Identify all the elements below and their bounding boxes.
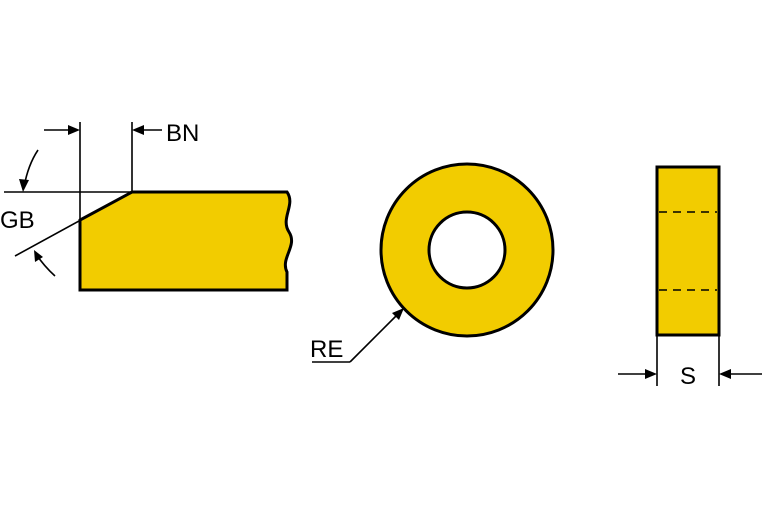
s-label: S	[680, 363, 696, 390]
center-hole	[427, 210, 507, 290]
s-arrow-left-head	[645, 369, 657, 379]
insert-side-profile	[78, 190, 293, 292]
s-arrow-right-head	[719, 369, 731, 379]
round-insert-view: RE	[310, 162, 555, 363]
re-leader-line	[349, 315, 397, 363]
gb-angle-arrow-lower	[34, 250, 43, 262]
insert-side-rectangle	[655, 165, 721, 337]
bn-label: BN	[166, 120, 199, 147]
re-leader-arrowhead	[392, 308, 404, 320]
gb-angle-arrow-upper	[19, 179, 29, 192]
chamfer-extension-line	[14, 191, 133, 257]
gb-label: GB	[0, 207, 35, 234]
side-profile-view: BN GB	[0, 120, 293, 292]
re-label: RE	[310, 336, 343, 363]
thickness-side-view: S	[618, 165, 762, 390]
bn-arrow-right-head	[132, 125, 144, 135]
bn-arrow-left-head	[68, 125, 80, 135]
